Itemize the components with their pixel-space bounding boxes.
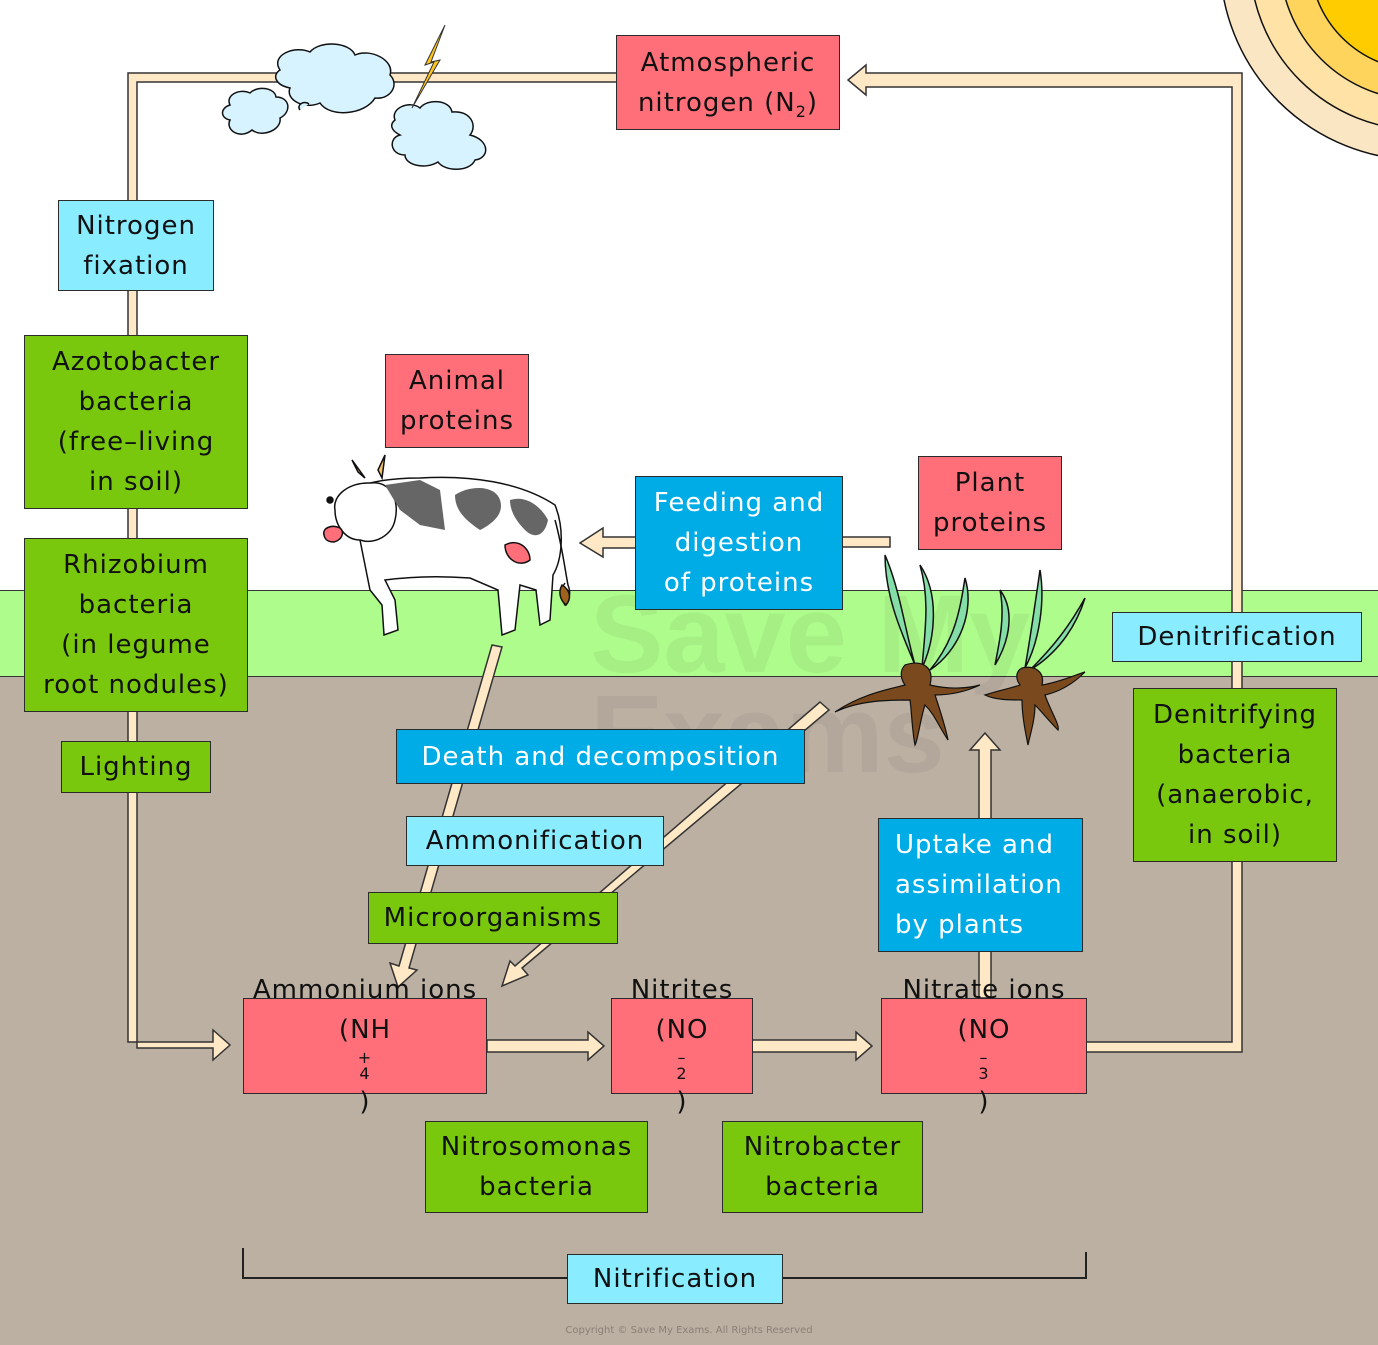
feeding-digestion-box: Feeding and digestion of proteins — [635, 476, 843, 610]
ammonium-ions-label: Ammonium ions — [252, 975, 478, 1005]
nitrification-bracket — [242, 1248, 1087, 1279]
denitrifying-line3: (anaerobic, — [1156, 780, 1314, 810]
microorganisms-label: Microorganisms — [383, 903, 603, 933]
plants-icon — [834, 554, 1086, 747]
ammonification-label: Ammonification — [425, 826, 645, 856]
animal-proteins-box: Animal proteins — [385, 354, 529, 448]
denitrifying-line1: Denitrifying — [1152, 700, 1318, 730]
sun-icon — [1223, 0, 1378, 157]
nitrites-box: Nitrites (NO–2) — [611, 975, 753, 1117]
atmospheric-nitrogen-box: Atmospheric nitrogen (N2) — [616, 35, 840, 130]
nitrogen-fixation-line2: fixation — [83, 250, 189, 281]
plant-proteins-box: Plant proteins — [918, 456, 1062, 550]
denitrification-box: Denitrification — [1112, 612, 1362, 662]
rhizobium-line4: root nodules) — [43, 670, 229, 700]
azotobacter-line2: bacteria — [78, 387, 194, 417]
uptake-line1: Uptake and — [895, 830, 1054, 860]
rhizobium-box: Rhizobium bacteria (in legume root nodul… — [24, 538, 248, 712]
nitrate-ions-label: Nitrate ions — [902, 975, 1066, 1005]
plant-proteins-line2: proteins — [933, 508, 1047, 538]
nitrogen-fixation-line1: Nitrogen — [76, 210, 196, 241]
rhizobium-line1: Rhizobium — [63, 550, 209, 580]
nitrites-label: Nitrites — [630, 975, 734, 1005]
nitrogen-fixation-box: Nitrogen fixation — [58, 200, 214, 291]
lightning-icon — [411, 24, 446, 109]
feeding-line2: digestion — [674, 528, 804, 558]
uptake-line2: assimilation — [895, 870, 1063, 900]
feeding-line1: Feeding and — [653, 488, 825, 518]
animal-proteins-line1: Animal — [409, 366, 505, 396]
plant-proteins-line1: Plant — [954, 468, 1026, 498]
cow-icon — [323, 454, 571, 637]
denitrifying-bacteria-box: Denitrifying bacteria (anaerobic, in soi… — [1133, 688, 1337, 862]
denitrifying-line2: bacteria — [1177, 740, 1293, 770]
ammonium-formula: (NH+4) — [338, 1015, 392, 1117]
azotobacter-line4: in soil) — [88, 467, 183, 497]
lighting-box: Lighting — [61, 741, 211, 793]
animal-proteins-line2: proteins — [400, 406, 514, 436]
copyright-notice: Copyright © Save My Exams. All Rights Re… — [565, 1325, 813, 1336]
ammonium-ions-box: Ammonium ions (NH+4) — [243, 975, 487, 1117]
feeding-line3: of proteins — [663, 568, 815, 598]
azotobacter-line3: (free–living — [57, 427, 215, 457]
clouds-icon — [221, 43, 487, 170]
nitrification-label: Nitrification — [592, 1264, 758, 1294]
uptake-assimilation-box: Uptake and assimilation by plants — [878, 818, 1083, 952]
fixation-arrow — [127, 72, 618, 1062]
nitrification-arrow-2 — [751, 1030, 874, 1062]
nitrification-arrow-1 — [486, 1030, 606, 1062]
nitrosomonas-line1: Nitrosomonas — [440, 1132, 633, 1162]
nitrites-formula: (NO–2) — [655, 1015, 709, 1117]
death-decomposition-box: Death and decomposition — [396, 729, 805, 784]
azotobacter-box: Azotobacter bacteria (free–living in soi… — [24, 335, 248, 509]
azotobacter-line1: Azotobacter — [51, 347, 221, 377]
ammonification-box: Ammonification — [406, 816, 664, 866]
denitrification-arrow — [846, 63, 1243, 1053]
denitrifying-line4: in soil) — [1187, 820, 1282, 850]
nitrosomonas-line2: bacteria — [479, 1172, 594, 1202]
nitrobacter-line1: Nitrobacter — [743, 1132, 902, 1162]
nitrosomonas-box: Nitrosomonas bacteria — [425, 1121, 648, 1213]
death-decomposition-label: Death and decomposition — [421, 741, 780, 772]
nitrate-formula: (NO–3) — [957, 1015, 1011, 1117]
nitrobacter-box: Nitrobacter bacteria — [722, 1121, 923, 1213]
denitrification-label: Denitrification — [1137, 622, 1337, 652]
lighting-label: Lighting — [79, 752, 193, 782]
nitrification-box: Nitrification — [567, 1254, 783, 1304]
microorganisms-box: Microorganisms — [368, 892, 618, 944]
nitrobacter-line2: bacteria — [765, 1172, 880, 1202]
rhizobium-line3: (in legume — [61, 630, 211, 660]
atmospheric-nitrogen-line2: nitrogen (N2) — [637, 87, 819, 121]
atmospheric-nitrogen-line1: Atmospheric — [640, 47, 816, 78]
uptake-line3: by plants — [895, 910, 1025, 940]
rhizobium-line2: bacteria — [78, 590, 194, 620]
nitrate-ions-box: Nitrate ions (NO–3) — [881, 975, 1087, 1117]
